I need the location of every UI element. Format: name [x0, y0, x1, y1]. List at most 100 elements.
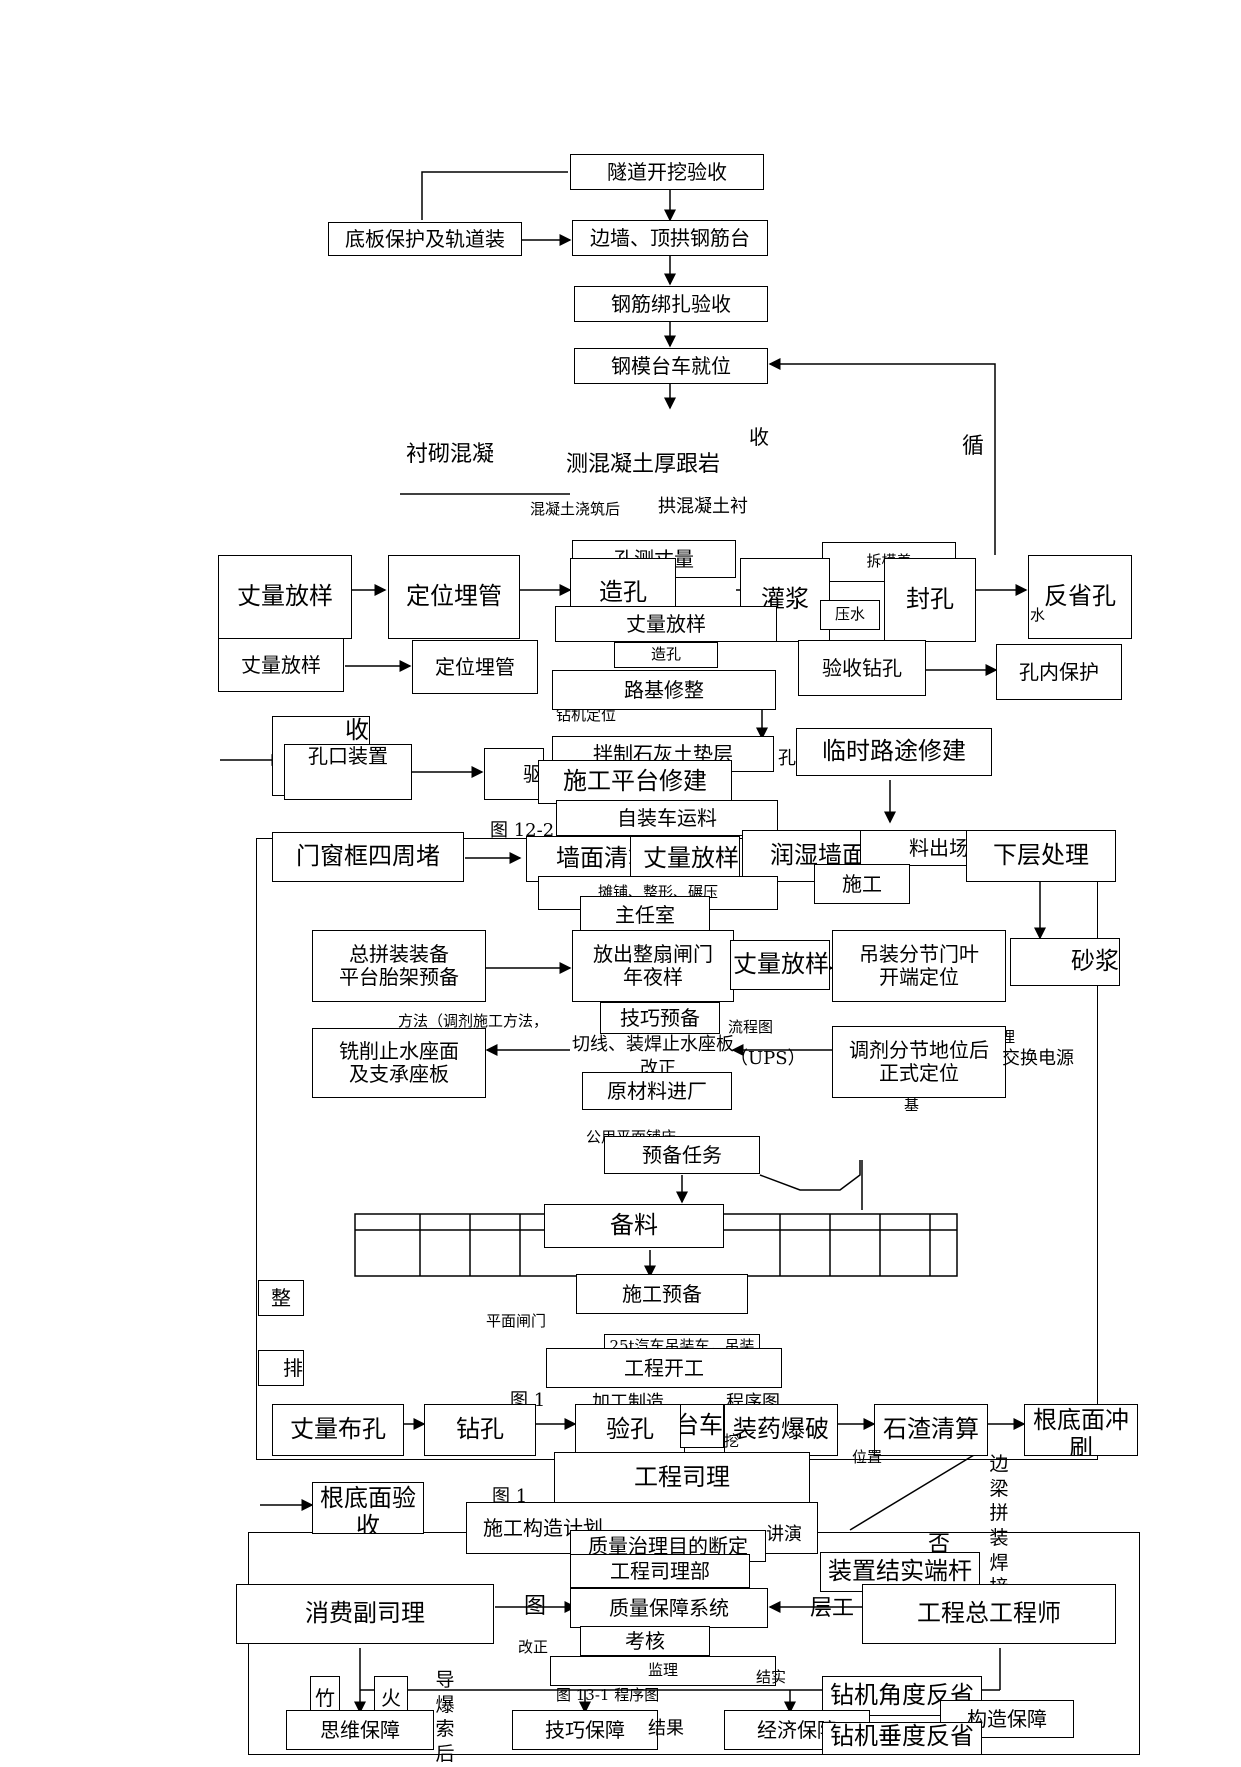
text-project-dept: 工程司理部 — [610, 1558, 710, 1583]
label-flow-chart: 流程图 — [728, 1018, 774, 1036]
box-check-holes: 验孔 — [575, 1404, 685, 1456]
box-thinking: 思维保障 — [286, 1710, 434, 1750]
text-plaster-fragment: 砂浆 — [1071, 947, 1119, 976]
text-base-treat: 下层处理 — [993, 841, 1089, 870]
text-mill-seat: 铣削止水座面 及支承座板 — [339, 1039, 459, 1086]
text-survey-fragment: 丈量放样 — [643, 844, 739, 873]
label-fig-order: 图 13-1 程序图 — [556, 1686, 660, 1704]
box-whole-fragment: 整 — [258, 1280, 304, 1316]
text-whole-fragment: 整 — [271, 1285, 291, 1310]
box-gate-layout: 放出整扇闸门 年夜样 — [572, 930, 734, 1002]
label-fragment-fig: 图 12-2 — [490, 820, 555, 841]
text-accept-fragment: 收 — [749, 424, 769, 449]
box-mill-seat: 铣削止水座面 及支承座板 — [312, 1028, 486, 1098]
text-gate-layout: 放出整扇闸门 年夜样 — [593, 942, 713, 989]
box-drill-mid: 造孔 — [614, 642, 718, 668]
label-drill-fragment: 讲演 — [766, 1524, 802, 1545]
text-assembly: 总拼装装备 平台胎架预备 — [339, 942, 459, 989]
box-form-in-place: 钢模台车就位 — [574, 348, 768, 384]
box-tab-fragment: 排 — [258, 1350, 304, 1386]
label-after-pour: 混凝土浇筑后 — [530, 500, 621, 518]
text-fire: 火 — [381, 1685, 401, 1710]
box-accept-drill: 验收钻孔 — [798, 640, 926, 696]
label-fig-1: 图 1 — [492, 1486, 528, 1507]
text-platform-fragment: 台车 — [681, 1411, 723, 1440]
box-floor-protect: 底板保护及轨道装 — [328, 222, 522, 256]
label-position-fragment: 位置 — [852, 1448, 883, 1466]
label-method-note: 方法（调剂施工方法， — [398, 1012, 549, 1030]
label-switch-power: 交换电源 — [1002, 1048, 1074, 1069]
box-bottom-accept: 根底面验收 — [312, 1482, 424, 1534]
box-orifice-device: 孔口装置 — [284, 744, 412, 800]
text-skill: 技巧保障 — [545, 1717, 625, 1742]
box-muck-clear: 石渣清算 — [874, 1404, 988, 1456]
box-prep-task: 预备任务 — [604, 1136, 760, 1174]
text-hole-protect: 孔内保护 — [1019, 659, 1099, 684]
text-form-in-place: 钢模台车就位 — [611, 353, 731, 378]
text-inspect-hole: 反省孔 — [1044, 582, 1116, 611]
text-quality-target: 质量治理目的断定 — [588, 1533, 748, 1558]
text-material-out: 料出场 — [909, 835, 969, 860]
box-survey-small: 丈量放样 — [218, 638, 344, 692]
box-drill-vertical: 钻机垂度反省 — [822, 1722, 982, 1755]
text-position-pipe: 定位埋管 — [406, 582, 502, 611]
label-result: 结果 — [648, 1718, 684, 1739]
text-structure: 构造保障 — [967, 1706, 1047, 1731]
box-position-pipe: 定位埋管 — [388, 555, 520, 639]
text-blasting: 装药爆破 — [733, 1415, 829, 1444]
label-fragment-water: 水 — [1030, 606, 1046, 624]
text-prep-task: 预备任务 — [642, 1142, 722, 1167]
text-survey-small: 丈量放样 — [241, 652, 321, 677]
text-dump-truck: 自装车运料 — [617, 805, 717, 830]
text-bamboo: 竹 — [315, 1685, 335, 1710]
label-plane-gate: 平面闸门 — [486, 1312, 547, 1330]
text-hoist: 吊装分节门叶 开端定位 — [859, 942, 979, 989]
text-accept-drill: 验收钻孔 — [822, 655, 902, 680]
box-surveying-mid: 丈量放样 — [730, 940, 830, 990]
label-fragment-base: 基 — [904, 1096, 920, 1114]
text-wall-steel: 边墙、顶拱钢筋台 — [590, 225, 750, 250]
text-position-pipe-small: 定位埋管 — [435, 654, 515, 679]
box-platform: 施工平台修建 — [538, 760, 732, 804]
text-muck-clear: 石渣清算 — [883, 1415, 979, 1444]
box-tunnel-accept: 隧道开挖验收 — [570, 154, 764, 190]
label-dig: 挖 — [724, 1432, 740, 1450]
text-director: 主任室 — [615, 902, 675, 927]
text-adjust-fix: 调剂分节地位后 正式定位 — [849, 1038, 989, 1085]
box-assembly: 总拼装装备 平台胎架预备 — [312, 930, 486, 1002]
box-adjust-fix: 调剂分节地位后 正式定位 — [832, 1026, 1006, 1098]
box-project-start: 工程开工 — [546, 1348, 782, 1388]
text-material: 备料 — [610, 1211, 658, 1240]
text-construct: 施工 — [842, 871, 882, 896]
text-survey-left: 丈量放样 — [237, 582, 333, 611]
box-inspect-hole: 反省孔 — [1028, 555, 1132, 639]
label-ups: （UPS） — [730, 1048, 806, 1069]
text-pressure: 压水 — [834, 605, 865, 624]
text-check-holes: 验孔 — [606, 1415, 654, 1444]
text-floor-protect: 底板保护及轨道装 — [345, 226, 505, 251]
text-roadbed: 路基修整 — [624, 677, 704, 702]
box-skill: 技巧保障 — [512, 1710, 658, 1750]
label-guide: 导爆索后 — [435, 1669, 455, 1766]
box-plaster-fragment: 砂浆 — [1010, 938, 1120, 986]
box-raw-material: 原材料进厂 — [582, 1072, 732, 1110]
label-cycle: 循 — [962, 434, 985, 459]
box-director: 主任室 — [580, 896, 710, 934]
text-thinking: 思维保障 — [320, 1717, 400, 1742]
box-drilling: 钻孔 — [424, 1404, 536, 1456]
text-orifice-device: 孔口装置 — [308, 744, 388, 768]
box-hoist: 吊装分节门叶 开端定位 — [832, 930, 1006, 1002]
box-door-window: 门窗框四周堵 — [272, 832, 464, 882]
label-cut-note: 切线、装焊止水座板 — [572, 1034, 734, 1055]
text-raw-material: 原材料进厂 — [607, 1078, 707, 1103]
text-platform: 施工平台修建 — [563, 767, 707, 796]
box-position-pipe-small: 定位埋管 — [412, 640, 538, 694]
box-rebar-accept: 钢筋绑扎验收 — [574, 286, 768, 322]
box-accept-fragment: 收 — [700, 420, 770, 454]
box-construct-prep: 施工预备 — [576, 1274, 748, 1314]
box-construct: 施工 — [814, 864, 910, 904]
box-wall-steel: 边墙、顶拱钢筋台 — [572, 220, 768, 256]
text-lime-soil: 拌制石灰土垫层 — [593, 741, 733, 766]
text-install-top: 装置结实端杆 — [828, 1557, 972, 1586]
text-drill-vertical: 钻机垂度反省 — [830, 1722, 974, 1750]
